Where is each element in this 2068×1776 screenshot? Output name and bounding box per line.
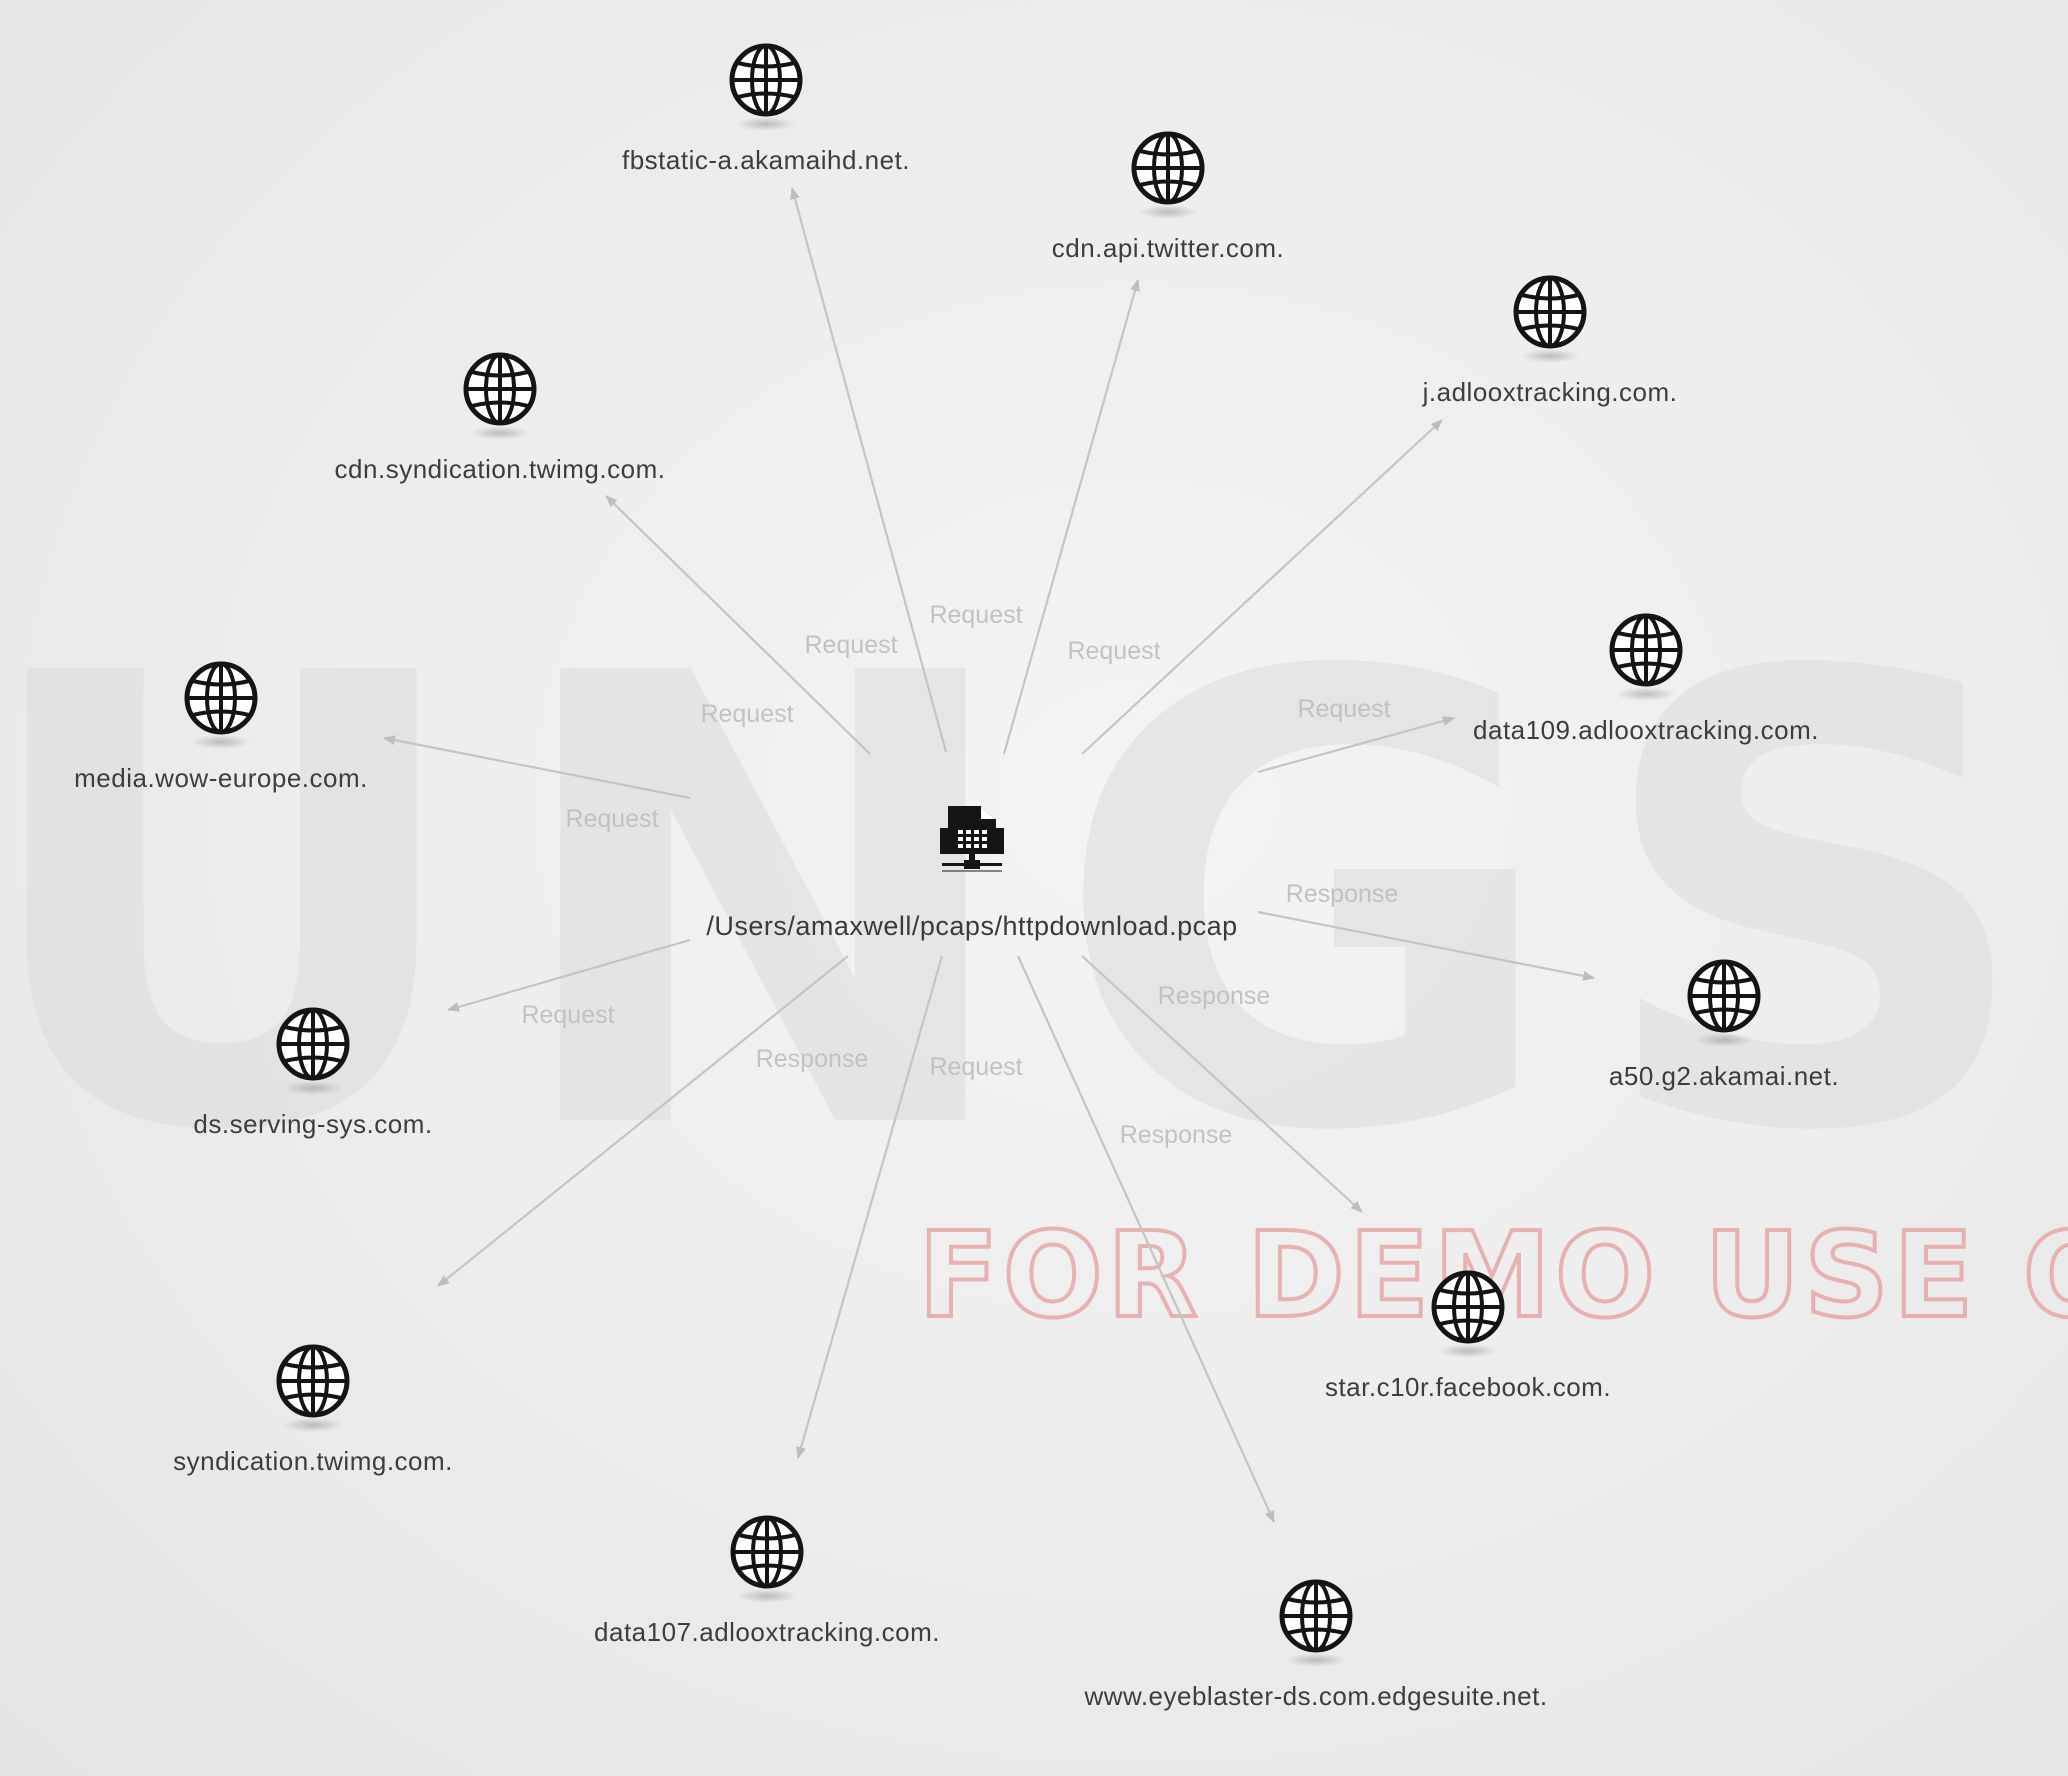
edge-fbstatic: [790, 187, 948, 753]
node-media-wow[interactable]: media.wow-europe.com.: [74, 662, 368, 793]
node-cdn-api-twitter[interactable]: cdn.api.twitter.com.: [1052, 132, 1285, 263]
edge-label-data109: Request: [1297, 695, 1390, 723]
node-syndication-twimg[interactable]: syndication.twimg.com.: [173, 1345, 453, 1476]
globe-icon: [1132, 132, 1204, 219]
edge-cdn-api-twitter: [1002, 279, 1140, 755]
edge-labels: Request Request Request Request Request …: [521, 601, 1398, 1149]
globe-icon: [1514, 276, 1586, 363]
node-label: www.eyeblaster-ds.com.edgesuite.net.: [1083, 1681, 1547, 1711]
center-node[interactable]: /Users/amaxwell/pcaps/httpdownload.pcap: [706, 806, 1237, 941]
node-label: ds.serving-sys.com.: [193, 1109, 432, 1139]
edge-label-j-adloox: Request: [804, 631, 897, 659]
edge-star-facebook: [1081, 955, 1363, 1213]
edge-label-eyeblaster: Response: [1120, 1121, 1233, 1149]
edge-cdn-syndication: [605, 495, 871, 755]
watermark: UNGSTE FOR DEMO USE ON: [0, 546, 2068, 1346]
edge-label-syndication-twimg: Response: [756, 1045, 869, 1073]
globe-icon: [1432, 1271, 1504, 1358]
node-data107[interactable]: data107.adlooxtracking.com.: [594, 1516, 940, 1647]
edge-media-wow: [383, 735, 691, 800]
node-label: cdn.syndication.twimg.com.: [335, 454, 666, 484]
edge-syndication-twimg: [437, 955, 849, 1287]
edge-ds-serving: [447, 938, 691, 1012]
edge-data107: [796, 955, 944, 1459]
edge-label-star-facebook: Response: [1158, 982, 1271, 1010]
node-eyeblaster[interactable]: www.eyeblaster-ds.com.edgesuite.net.: [1083, 1580, 1547, 1711]
node-cdn-syndication[interactable]: cdn.syndication.twimg.com.: [335, 353, 666, 484]
node-label: fbstatic-a.akamaihd.net.: [622, 145, 910, 175]
node-a50-akamai[interactable]: a50.g2.akamai.net.: [1609, 960, 1839, 1091]
edges: [383, 187, 1595, 1523]
center-node-label: /Users/amaxwell/pcaps/httpdownload.pcap: [706, 911, 1237, 941]
edge-eyeblaster: [1016, 955, 1276, 1523]
node-j-adloox[interactable]: j.adlooxtracking.com.: [1422, 276, 1678, 407]
node-label: syndication.twimg.com.: [173, 1446, 453, 1476]
watermark-big-text: UNGSTE: [0, 546, 2068, 1267]
node-label: star.c10r.facebook.com.: [1325, 1372, 1611, 1402]
globe-icon: [731, 1516, 803, 1603]
globe-icon: [277, 1345, 349, 1432]
edge-label-fbstatic: Request: [929, 601, 1022, 629]
edge-j-adloox: [1081, 419, 1443, 755]
node-label: data109.adlooxtracking.com.: [1473, 715, 1819, 745]
node-label: j.adlooxtracking.com.: [1422, 377, 1678, 407]
node-data109[interactable]: data109.adlooxtracking.com.: [1473, 614, 1819, 745]
edge-a50-akamai: [1257, 910, 1595, 981]
edge-label-a50-akamai: Response: [1286, 880, 1399, 908]
node-label: media.wow-europe.com.: [74, 763, 368, 793]
pcap-file-network-icon: [940, 806, 1004, 872]
host-nodes: fbstatic-a.akamaihd.net. cdn.api.twitter…: [74, 44, 1839, 1711]
node-label: a50.g2.akamai.net.: [1609, 1061, 1839, 1091]
node-fbstatic[interactable]: fbstatic-a.akamaihd.net.: [622, 44, 910, 175]
edge-label-media-wow: Request: [565, 805, 658, 833]
node-ds-serving[interactable]: ds.serving-sys.com.: [193, 1008, 432, 1139]
edge-data109: [1257, 716, 1455, 774]
edge-label-data107: Request: [929, 1053, 1022, 1081]
globe-icon: [464, 353, 536, 440]
globe-icon: [1280, 1580, 1352, 1667]
edge-label-ds-serving: Request: [521, 1001, 614, 1029]
globe-icon: [730, 44, 802, 131]
edge-label-cdn-api-twitter: Request: [1067, 637, 1160, 665]
edge-label-cdn-syndication: Request: [700, 700, 793, 728]
node-star-facebook[interactable]: star.c10r.facebook.com.: [1325, 1271, 1611, 1402]
node-label: data107.adlooxtracking.com.: [594, 1617, 940, 1647]
node-label: cdn.api.twitter.com.: [1052, 233, 1285, 263]
